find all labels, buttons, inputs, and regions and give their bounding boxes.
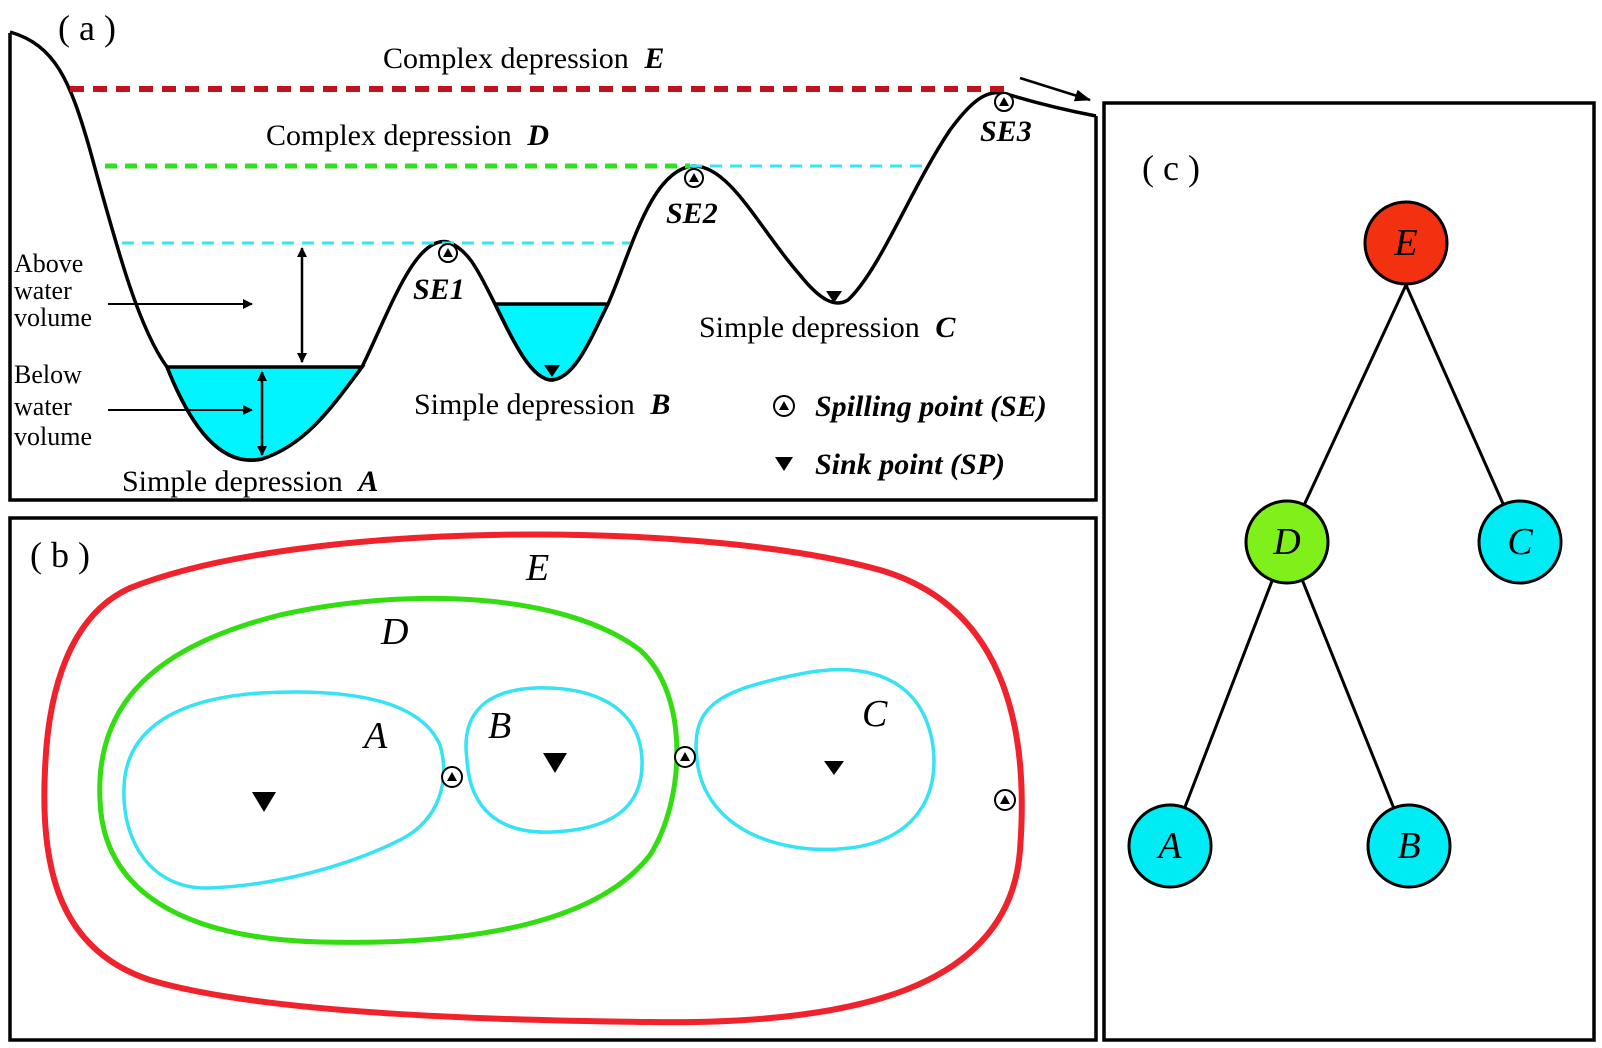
complex-e-label: Complex depression E <box>383 42 664 75</box>
complex-d-prefix: Complex depression <box>266 119 512 152</box>
contour-c <box>694 667 936 852</box>
spill-point-se1 <box>438 243 458 263</box>
panel-b-label: ( b ) <box>30 535 90 575</box>
below-line-3: volume <box>14 422 92 451</box>
above-volume-label: Above water volume <box>14 249 92 332</box>
panel-a-label: ( a ) <box>58 8 116 48</box>
edge-d-b <box>1285 541 1411 847</box>
edge-d-a <box>1168 541 1289 847</box>
simple-b-label: Simple depression B <box>414 388 670 421</box>
spill-point-se3 <box>994 92 1014 112</box>
outflow-arrow <box>1019 76 1091 102</box>
tree-node-d: D <box>1244 499 1330 585</box>
tree-node-c-label: C <box>1507 521 1533 563</box>
sink-point-c <box>826 291 842 303</box>
simple-b-letter: B <box>649 388 670 421</box>
simple-c-prefix: Simple depression <box>699 311 920 344</box>
se2-label: SE2 <box>666 197 718 230</box>
contour-b <box>464 686 644 834</box>
tree-node-b: B <box>1366 803 1452 889</box>
below-line-2: water <box>14 392 72 421</box>
panel-c-frame <box>1102 101 1596 1042</box>
simple-c-letter: C <box>935 311 956 344</box>
complex-d-label: Complex depression D <box>266 119 549 152</box>
panel-b: ( b ) E D A B C <box>8 516 1098 1042</box>
spilling-point-icon <box>773 395 795 417</box>
panel-c-label: ( c ) <box>1142 148 1200 188</box>
sink-point-icon <box>775 457 793 471</box>
complex-d-letter: D <box>526 119 549 152</box>
se1-label: SE1 <box>413 273 465 306</box>
below-volume-label: Below water volume <box>14 360 92 451</box>
simple-a-letter: A <box>356 465 378 498</box>
panel-b-frame <box>8 516 1098 1042</box>
water-fill-a <box>164 365 366 462</box>
simple-c-label: Simple depression C <box>699 311 956 344</box>
sink-point-a-plan <box>252 792 276 812</box>
contour-e <box>41 531 1025 1026</box>
tree-node-a: A <box>1127 803 1213 889</box>
edge-e-c <box>1404 284 1522 543</box>
sink-point-c-plan <box>824 761 844 775</box>
tree-node-e-label: E <box>1393 222 1417 264</box>
plan-label-c: C <box>862 693 888 735</box>
above-line-1: Above <box>14 249 83 278</box>
below-line-1: Below <box>14 360 82 389</box>
above-line-2: water <box>14 276 72 305</box>
panel-c: ( c ) E D C A B <box>1102 101 1596 1042</box>
complex-e-prefix: Complex depression <box>383 42 629 75</box>
legend: Spilling point (SE) Sink point (SP) <box>773 390 1047 481</box>
sink-point-b <box>544 365 560 377</box>
legend-spill-label: Spilling point (SE) <box>815 390 1047 423</box>
se3-label: SE3 <box>980 115 1032 148</box>
tree-node-a-label: A <box>1155 825 1182 867</box>
panel-a-frame <box>8 33 1098 502</box>
above-line-3: volume <box>14 303 92 332</box>
sink-point-b-plan <box>543 753 567 773</box>
simple-a-prefix: Simple depression <box>122 465 343 498</box>
plan-label-a: A <box>361 715 388 757</box>
contour-d <box>97 595 680 945</box>
plan-label-b: B <box>488 705 511 747</box>
simple-a-label: Simple depression A <box>122 465 378 498</box>
simple-b-prefix: Simple depression <box>414 388 635 421</box>
spill-point-dc <box>674 746 696 768</box>
spill-point-ab <box>441 766 463 788</box>
complex-e-letter: E <box>643 42 664 75</box>
spill-point-se2 <box>684 168 704 188</box>
tree-node-c: C <box>1477 499 1563 585</box>
legend-sink-label: Sink point (SP) <box>815 448 1005 481</box>
terrain-profile <box>9 30 1097 462</box>
contour-a <box>122 690 446 890</box>
panel-a: ( a ) Complex depression E Complex depre… <box>8 8 1098 502</box>
plan-label-e: E <box>525 547 549 589</box>
spill-point-e <box>994 789 1016 811</box>
tree-node-d-label: D <box>1272 521 1300 563</box>
tree-node-b-label: B <box>1397 825 1420 867</box>
edge-e-d <box>1285 284 1408 543</box>
tree-node-e: E <box>1363 200 1449 286</box>
plan-label-d: D <box>380 611 408 653</box>
